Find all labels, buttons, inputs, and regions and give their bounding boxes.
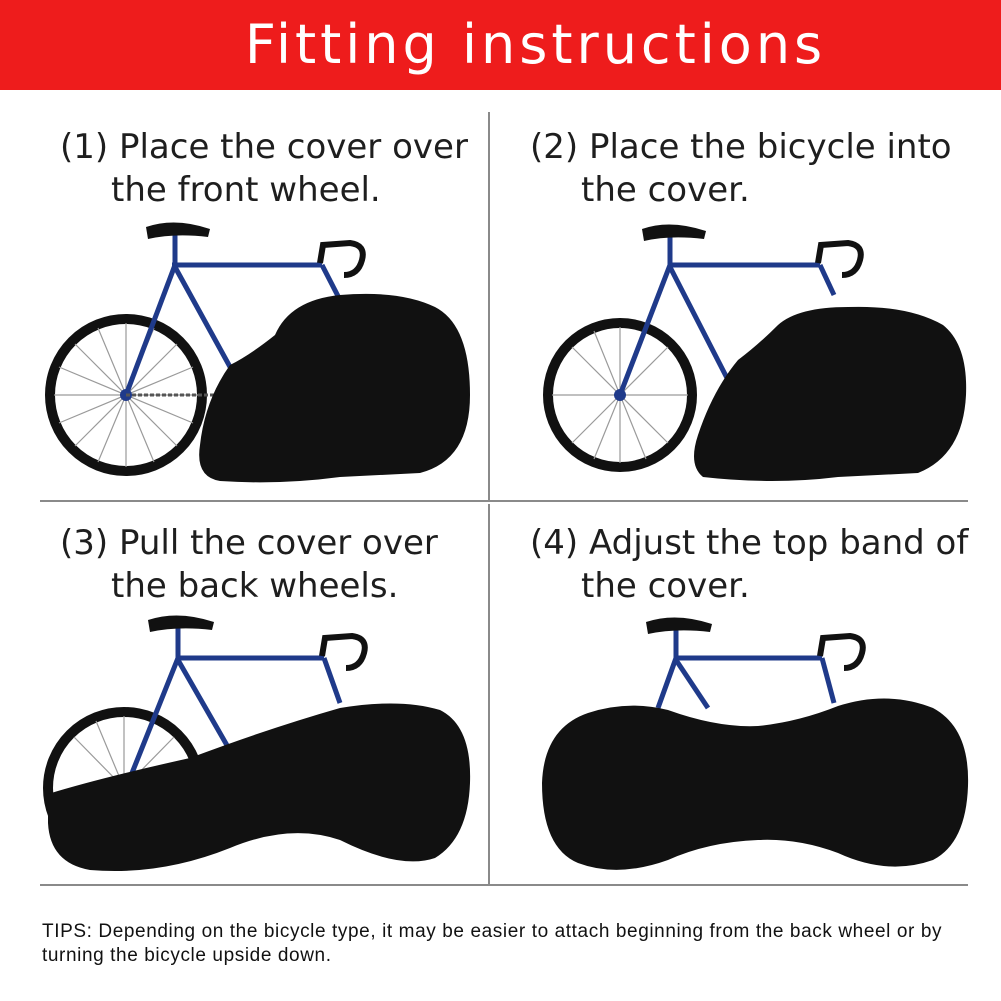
bike-cover [694, 306, 967, 481]
bicycle-icon [646, 617, 866, 710]
bike-cover [542, 698, 969, 870]
step-1-title: (1) Place the cover over the front wheel… [60, 126, 468, 212]
step-4-title: (4) Adjust the top band of the cover. [530, 522, 968, 608]
step-1-line-1: (1) Place the cover over [60, 127, 468, 167]
divider-vertical-bottom [488, 504, 490, 886]
banner-title: Fitting instructions [244, 13, 827, 76]
step-2-title: (2) Place the bicycle into the cover. [530, 126, 952, 212]
step-4-line-2: the cover. [581, 566, 750, 606]
step-1-illustration [45, 222, 470, 483]
divider-vertical-top [488, 112, 490, 502]
step-4-illustration [542, 617, 969, 870]
step-3-title: (3) Pull the cover over the back wheels. [60, 522, 438, 608]
bike-cover [199, 293, 470, 483]
title-banner: Fitting instructions [0, 0, 1001, 90]
step-3-line-2: the back wheels. [111, 566, 399, 606]
divider-horizontal-middle [40, 500, 968, 502]
step-2-line-1: (2) Place the bicycle into [530, 127, 952, 167]
step-4-line-1: (4) Adjust the top band of [530, 523, 969, 563]
tips-text: TIPS: Depending on the bicycle type, it … [42, 921, 943, 966]
step-2-illustration [543, 224, 967, 481]
step-3-illustration [43, 615, 471, 872]
step-2-line-2: the cover. [581, 170, 750, 210]
divider-horizontal-bottom [40, 884, 968, 886]
step-3-line-1: (3) Pull the cover over [60, 523, 438, 563]
bicycle-icon [543, 224, 864, 472]
step-1-line-2: the front wheel. [111, 170, 381, 210]
bicycle-icon [45, 222, 366, 476]
bike-cover [48, 703, 471, 872]
